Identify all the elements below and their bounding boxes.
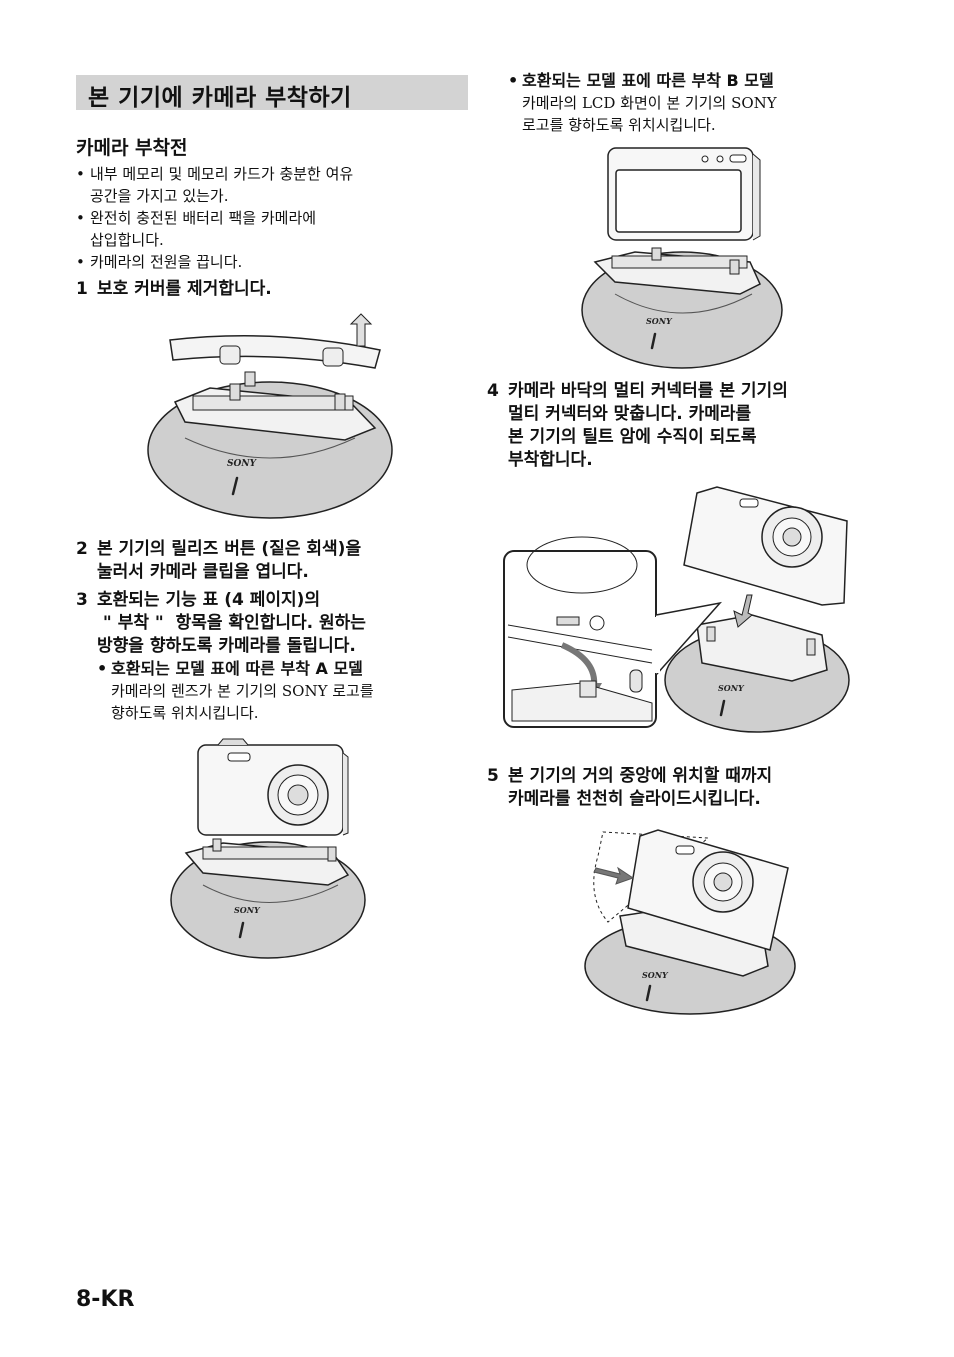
step-number: 3	[76, 590, 88, 610]
attach-b-heading: 호환되는 모델 표에 따른 부착 B 모델	[508, 70, 888, 92]
title-bar	[76, 75, 468, 110]
attach-a-text: 카메라의 렌즈가 본 기기의 SONY 로고를 향하도록 위치시킵니다.	[111, 682, 374, 722]
figure-attach-a: SONY	[170, 738, 366, 959]
figure-attach-b: SONY	[581, 147, 783, 369]
page-number: 8-KR	[76, 1287, 135, 1312]
figure-align-connector: SONY	[503, 486, 850, 733]
prep-bullet: 카메라의 전원을 끕니다.	[76, 251, 456, 273]
step-number: 4	[487, 381, 499, 401]
step-number: 5	[487, 766, 499, 786]
attach-a-heading: 호환되는 모델 표에 따른 부착 A 모델	[97, 658, 466, 680]
step-4: 4 카메라 바닥의 멀티 커넥터를 본 기기의 멀티 커넥터와 맞춥니다. 카메…	[487, 381, 788, 470]
prep-bullet: 완전히 충전된 배터리 팩을 카메라에 삽입합니다.	[76, 207, 456, 251]
step-1: 1 보호 커버를 제거합니다.	[76, 279, 272, 299]
step-2: 2 본 기기의 릴리즈 버튼 (짙은 회색)을 눌러서 카메라 클립을 엽니다.	[76, 539, 362, 582]
figure-slide-camera: SONY	[584, 829, 796, 1015]
step-number: 1	[76, 279, 88, 299]
prep-bullet: 내부 메모리 및 메모리 카드가 충분한 여유 공간을 가지고 있는가.	[76, 163, 456, 207]
step-number: 2	[76, 539, 88, 559]
figure-logo: SONY	[642, 970, 669, 980]
step-3: 3 호환되는 기능 표 (4 페이지)의 " 부착 " 항목을 확인합니다. 원…	[76, 589, 466, 724]
page-title: 본 기기에 카메라 부착하기	[88, 85, 352, 111]
figure-remove-cover: SONY	[147, 313, 393, 519]
figure-logo: SONY	[718, 683, 745, 693]
section-heading: 카메라 부착전	[76, 137, 188, 159]
prep-bullet-list: 내부 메모리 및 메모리 카드가 충분한 여유 공간을 가지고 있는가. 완전히…	[76, 163, 456, 273]
step-5: 5 본 기기의 거의 중앙에 위치할 때까지 카메라를 천천히 슬라이드시킵니다…	[487, 766, 773, 809]
attach-b-text: 카메라의 LCD 화면이 본 기기의 SONY 로고를 향하도록 위치시킵니다.	[522, 94, 777, 134]
attach-b-block: 호환되는 모델 표에 따른 부착 B 모델 카메라의 LCD 화면이 본 기기의…	[508, 70, 888, 136]
figure-logo: SONY	[234, 905, 261, 915]
figure-logo: SONY	[227, 459, 258, 469]
figure-logo: SONY	[646, 316, 673, 326]
